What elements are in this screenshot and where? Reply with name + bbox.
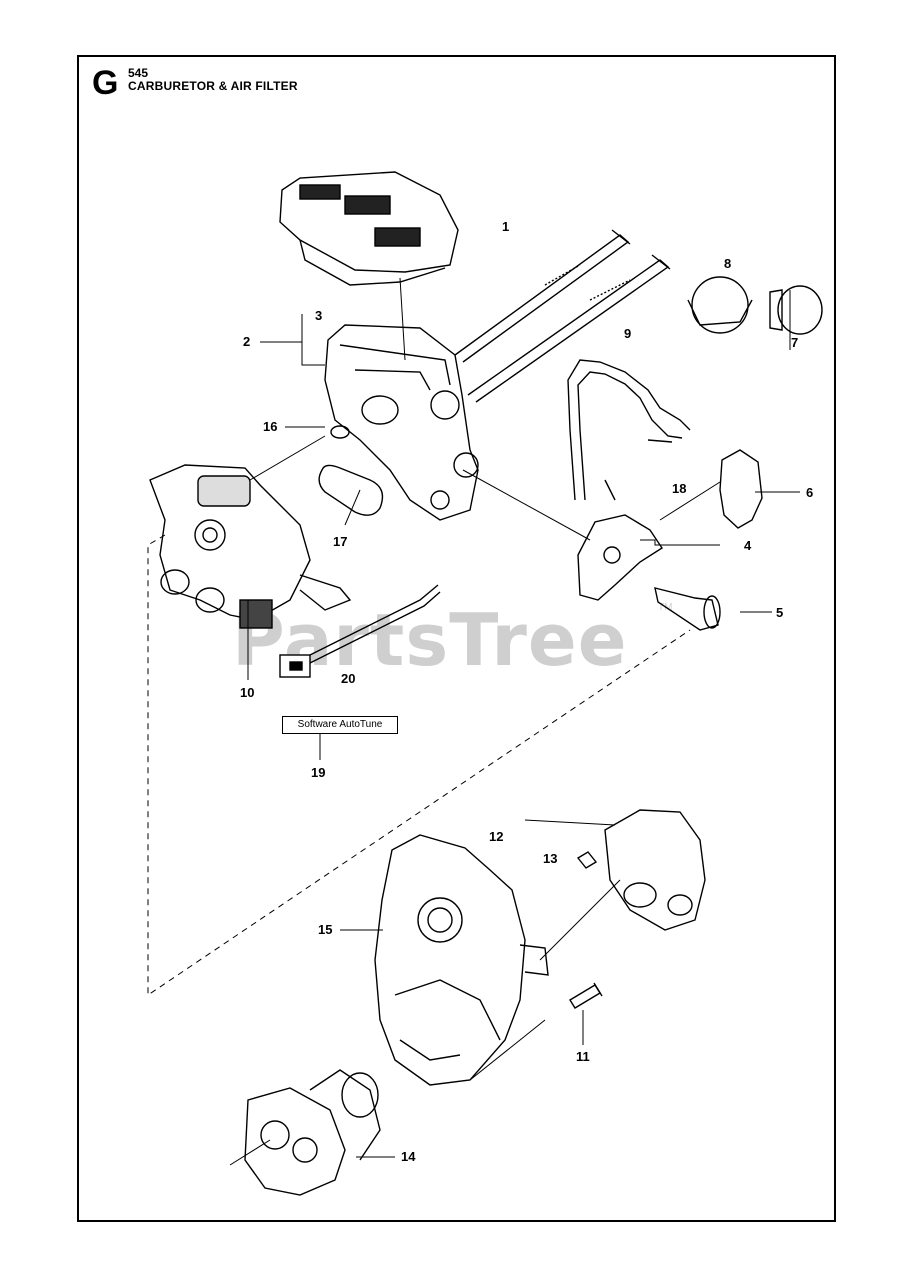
callout-13: 13 <box>543 851 557 866</box>
part-bracket <box>719 449 763 529</box>
callout-18: 18 <box>672 481 686 496</box>
dashed-assembly-line <box>147 534 691 996</box>
callout-19: 19 <box>311 765 325 780</box>
callout-6: 6 <box>806 485 813 500</box>
part-bolts <box>454 229 671 403</box>
part-clip <box>576 851 598 869</box>
model-number: 545 <box>128 66 149 80</box>
callout-15: 15 <box>318 922 332 937</box>
callout-10: 10 <box>240 685 254 700</box>
callout-7: 7 <box>791 335 798 350</box>
leader-lines <box>229 277 800 1166</box>
callout-8: 8 <box>724 256 731 271</box>
callout-9: 9 <box>624 326 631 341</box>
callout-14: 14 <box>401 1149 416 1164</box>
callout-12: 12 <box>489 829 503 844</box>
part-filter-holder <box>324 324 479 521</box>
part-carburetor <box>149 464 352 629</box>
part-plug <box>654 587 721 631</box>
part-gasket <box>318 464 384 516</box>
callout-3: 3 <box>315 308 322 323</box>
diagram-title: CARBURETOR & AIR FILTER <box>128 79 298 93</box>
callout-numbers: 1 2 3 4 5 6 7 8 9 10 11 12 13 14 15 16 1… <box>240 219 813 1164</box>
part-cylinder-cover <box>374 834 549 1086</box>
callout-5: 5 <box>776 605 783 620</box>
part-fuel-hose <box>567 359 691 501</box>
callout-11: 11 <box>576 1049 590 1064</box>
callout-17: 17 <box>333 534 347 549</box>
callout-2: 2 <box>243 334 250 349</box>
software-autotune-note: Software AutoTune <box>282 716 398 734</box>
callout-1: 1 <box>502 219 509 234</box>
callout-20: 20 <box>341 671 355 686</box>
callout-16: 16 <box>263 419 277 434</box>
part-o-ring <box>330 425 350 439</box>
diagram-frame <box>77 55 836 1222</box>
part-lever <box>577 514 663 601</box>
part-screw <box>569 982 603 1009</box>
part-primer-bulb <box>687 276 823 335</box>
part-wire-harness <box>279 584 441 678</box>
callout-4: 4 <box>744 538 752 553</box>
section-letter: G <box>92 64 119 102</box>
part-intake-manifold <box>244 1069 381 1196</box>
part-air-filter-cover <box>279 171 459 286</box>
part-air-baffle <box>604 809 706 931</box>
